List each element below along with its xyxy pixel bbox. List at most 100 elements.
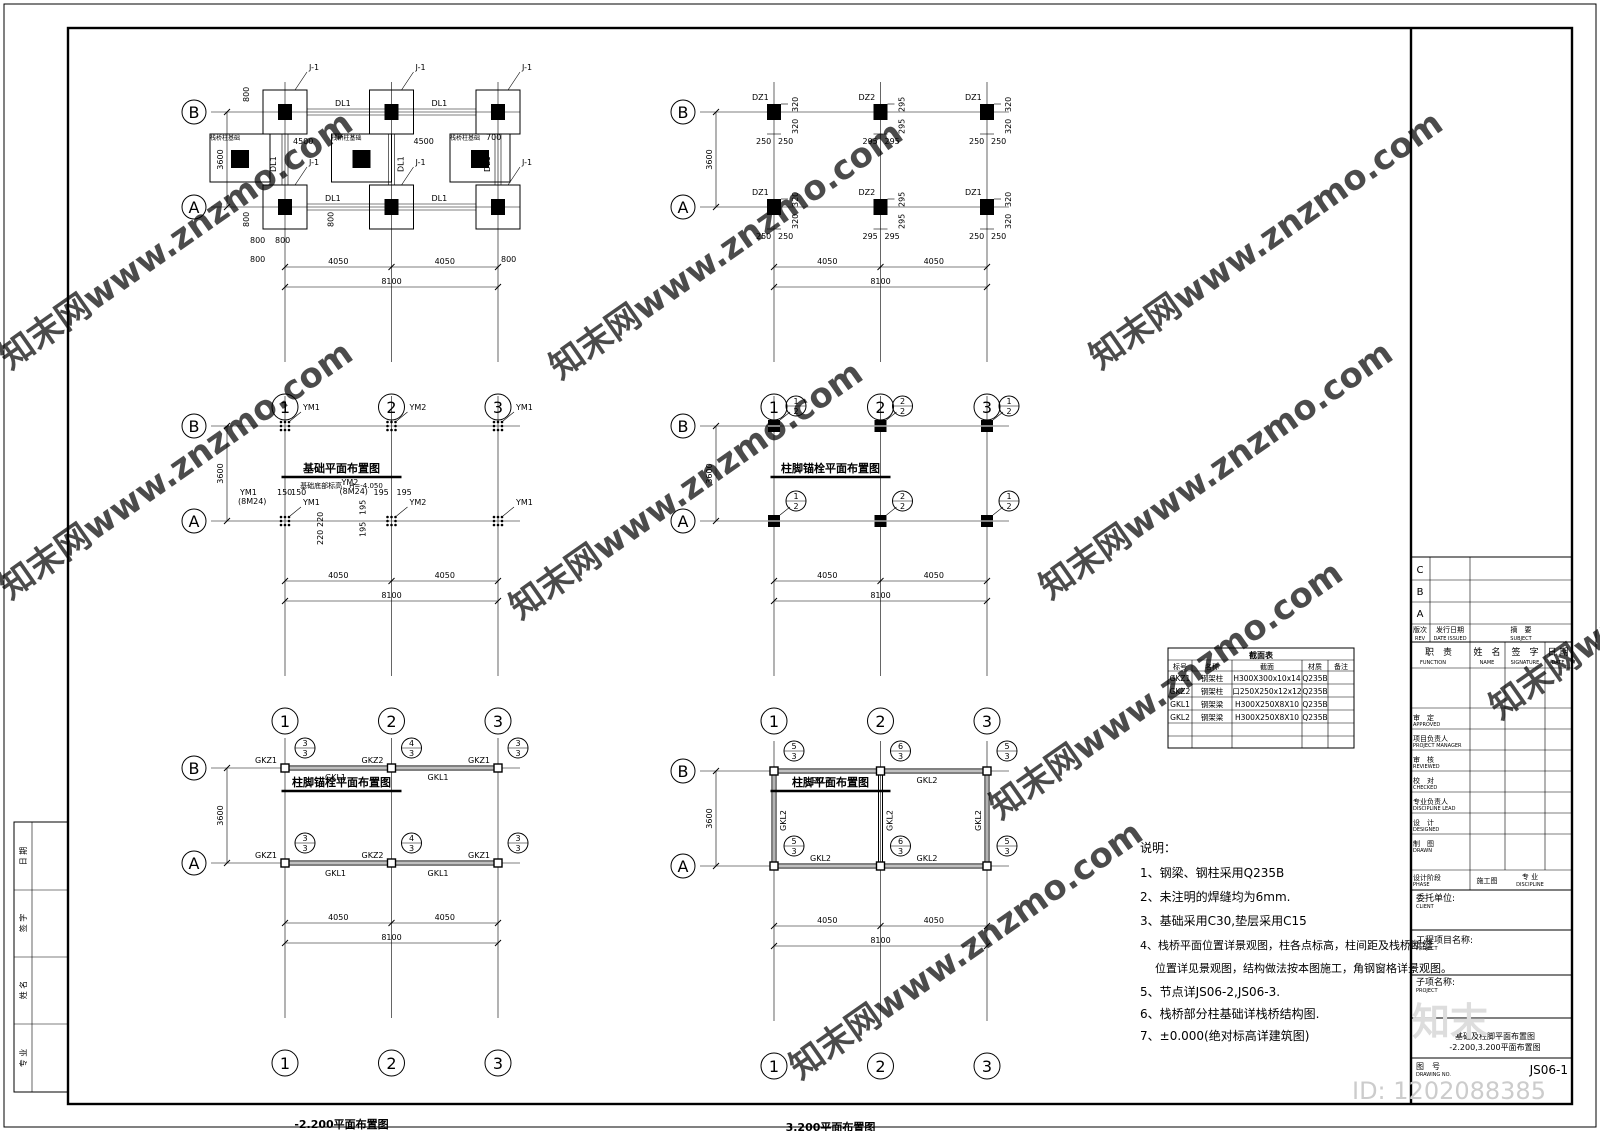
detail-sheet: 3 — [791, 752, 796, 761]
dim-label: 320 — [791, 192, 800, 207]
role-label-en: DISCIPLINE LEAD — [1413, 806, 1456, 812]
dim-label: 150 — [291, 488, 306, 497]
section-table-cell: H300X250X8X10 — [1235, 713, 1299, 722]
beam-label: DL1 — [325, 194, 341, 203]
note-line: 3、基础采用C30,垫层采用C15 — [1140, 913, 1307, 928]
rev-label: C — [1417, 565, 1424, 576]
dim-tick — [388, 263, 395, 271]
dim-label: 320 — [1004, 97, 1013, 112]
drawing-no-label: 图 号 — [1416, 1062, 1440, 1071]
column-base — [873, 104, 888, 120]
axis-bubble — [271, 1049, 299, 1077]
detail-sheet: 3 — [409, 844, 414, 853]
dim-tick — [223, 517, 231, 525]
watermark-text: 知末网www.znzmo.com — [1032, 333, 1400, 607]
dim-tick — [494, 283, 502, 291]
drawing-title-line: -2.200,3.200平面布置图 — [1449, 1042, 1540, 1052]
role-label: 项目负责人 — [1413, 734, 1448, 743]
axis-bubble — [867, 1052, 894, 1080]
detail-sheet: 2 — [793, 502, 798, 511]
note-line: 2、未注明的焊缝均为6mm. — [1140, 889, 1290, 904]
rev-label: A — [1417, 609, 1424, 620]
detail-number: 1 — [1006, 492, 1011, 501]
dim-tick — [712, 862, 720, 870]
beam-label: DL1 — [397, 156, 406, 172]
section-table-header: 名称 — [1205, 662, 1219, 671]
column-node — [769, 861, 779, 871]
leader-line — [396, 411, 408, 422]
outer-border — [3, 3, 1597, 1128]
anchor-bolt — [279, 519, 283, 523]
axis-bubble-label: 2 — [386, 712, 396, 731]
footing-outline — [262, 184, 308, 230]
leader-line — [502, 411, 515, 422]
dim-tick — [494, 577, 502, 585]
axis-bubble — [973, 1052, 1001, 1080]
section-table-cell: Q235B — [1302, 700, 1327, 709]
column-base — [278, 104, 292, 120]
note-line: 位置详见景观图，结构做法按本图施工，角钢窗格详景观图。 — [1155, 961, 1452, 975]
axis-bubble — [181, 99, 207, 125]
beam-label: GKL2 — [917, 776, 938, 785]
dim-label: 220 — [316, 530, 325, 545]
anchor-bolt — [492, 519, 496, 523]
role-label: 专业负责人 — [1413, 797, 1448, 806]
anchor-bolt — [390, 515, 393, 519]
dim-label: 800 — [250, 255, 265, 264]
dim-label: 295 — [898, 119, 907, 134]
pier-outline — [209, 133, 271, 183]
anchor-bolt — [279, 523, 283, 527]
anchor-bolt — [492, 515, 496, 519]
leader-line — [779, 506, 791, 516]
beam-label: DL1 — [335, 99, 351, 108]
dim-tick — [983, 263, 991, 271]
dim-label: 800 — [327, 212, 336, 227]
dim-label: 295 — [885, 232, 900, 241]
dim-label: 250 — [756, 232, 771, 241]
axis-bubble — [181, 508, 207, 534]
anchor-bolt — [386, 523, 389, 527]
axis-bubble — [378, 1049, 405, 1077]
axis-bubble-label: B — [678, 417, 689, 436]
pier-base — [231, 150, 249, 168]
anchor-bolt — [492, 424, 496, 428]
column-label: GKZ1 — [468, 851, 490, 860]
column-node — [386, 763, 397, 773]
section-table-cell: GKL1 — [1170, 700, 1190, 709]
dim-label: 4050 — [435, 571, 455, 580]
detail-number: 2 — [900, 397, 905, 406]
role-label-en: DESIGNED — [1413, 827, 1439, 833]
dim-tick — [281, 263, 289, 271]
detail-sheet: 2 — [1006, 502, 1011, 511]
date-header-en: DATE — [1551, 660, 1564, 666]
brand-logo: 知末 — [1412, 1000, 1488, 1044]
client-label: 委托单位: — [1416, 892, 1455, 904]
axis-bubble-label: 2 — [875, 712, 885, 731]
anchor-bolt — [500, 428, 504, 432]
signature-header: 签 字 — [1511, 646, 1538, 658]
column-base — [873, 199, 888, 215]
beam-label: DL1 — [269, 156, 278, 172]
anchor-bolt — [492, 420, 496, 424]
detail-number: 6 — [898, 837, 903, 846]
detail-number: 4 — [409, 739, 414, 748]
inner-frame — [66, 26, 1574, 1106]
dim-label: 220 — [316, 512, 325, 527]
dim-label: 150 — [277, 488, 292, 497]
leader-line — [992, 506, 1004, 516]
column-node — [386, 858, 397, 868]
note-line: 4、栈桥平面位置详景观图，柱各点标高，柱间距及栈桥断缝 — [1140, 938, 1433, 952]
pier-base — [352, 150, 371, 168]
section-table-cell: GKL2 — [1170, 713, 1190, 722]
signature-header-en: SIGNATURE — [1511, 660, 1540, 666]
anchor-bolt — [394, 523, 397, 527]
beam-label: DL1 — [432, 194, 448, 203]
beam-label: DL1 — [432, 99, 448, 108]
detail-number: 4 — [409, 834, 414, 843]
footing-label: J-1 — [415, 63, 426, 72]
column-base — [384, 104, 399, 120]
section-table-cell: 钢架梁 — [1201, 699, 1224, 709]
